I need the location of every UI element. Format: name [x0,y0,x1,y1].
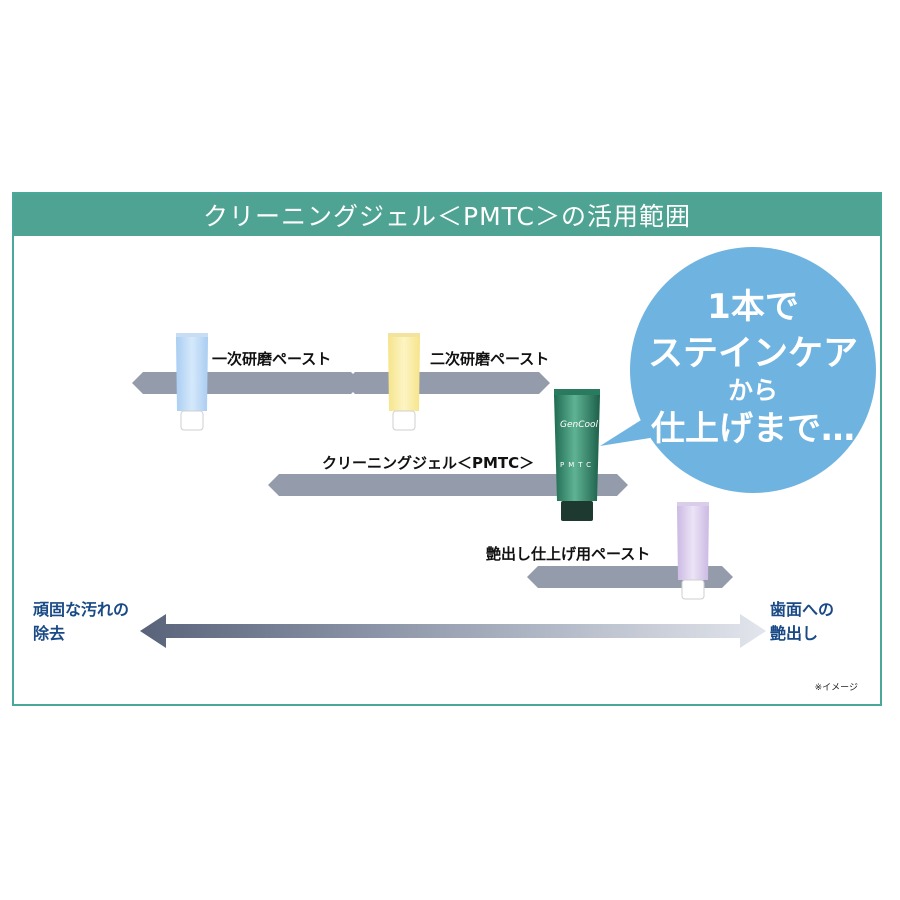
panel-title: クリーニングジェル＜PMTC＞の活用範囲 [14,194,880,236]
gloss-paste-tube-icon [677,502,709,600]
secondary-paste-tube-icon [388,333,420,431]
axis-right-label: 歯面への 艶出し [770,598,834,646]
gel-brand-text: GenCool [560,420,599,430]
gel-code-text: PMTC [560,461,595,469]
range-double-arrow [140,614,766,648]
range-bar-primary [132,372,362,394]
axis-left-line-1: 頑固な汚れの [33,600,130,619]
axis-right-line-2: 艶出し [770,624,819,643]
primary-paste-tube-icon [176,333,208,431]
label-gel: クリーニングジェル＜PMTC＞ [322,454,535,472]
range-bar-secondary [344,372,550,394]
bubble-line-2: ステインケア [647,334,858,374]
axis-left-line-2: 除去 [33,624,66,643]
callout-bubble: 1本で ステインケア から 仕上げまで… [630,247,876,493]
label-gloss: 艶出し仕上げ用ペースト [486,545,651,563]
label-secondary: 二次研磨ペースト [430,350,550,368]
bubble-line-4: 仕上げまで… [651,409,855,449]
bubble-line-3: から [727,376,778,405]
image-note: ※イメージ [814,683,858,693]
range-bar-gel [268,474,628,496]
axis-left-label: 頑固な汚れの 除去 [33,598,129,646]
gel-product-tube-icon: GenCool PMTC [554,389,600,521]
axis-right-line-1: 歯面への [770,600,835,619]
label-primary: 一次研磨ペースト [212,350,332,368]
bubble-line-1: 1本で [707,287,799,327]
